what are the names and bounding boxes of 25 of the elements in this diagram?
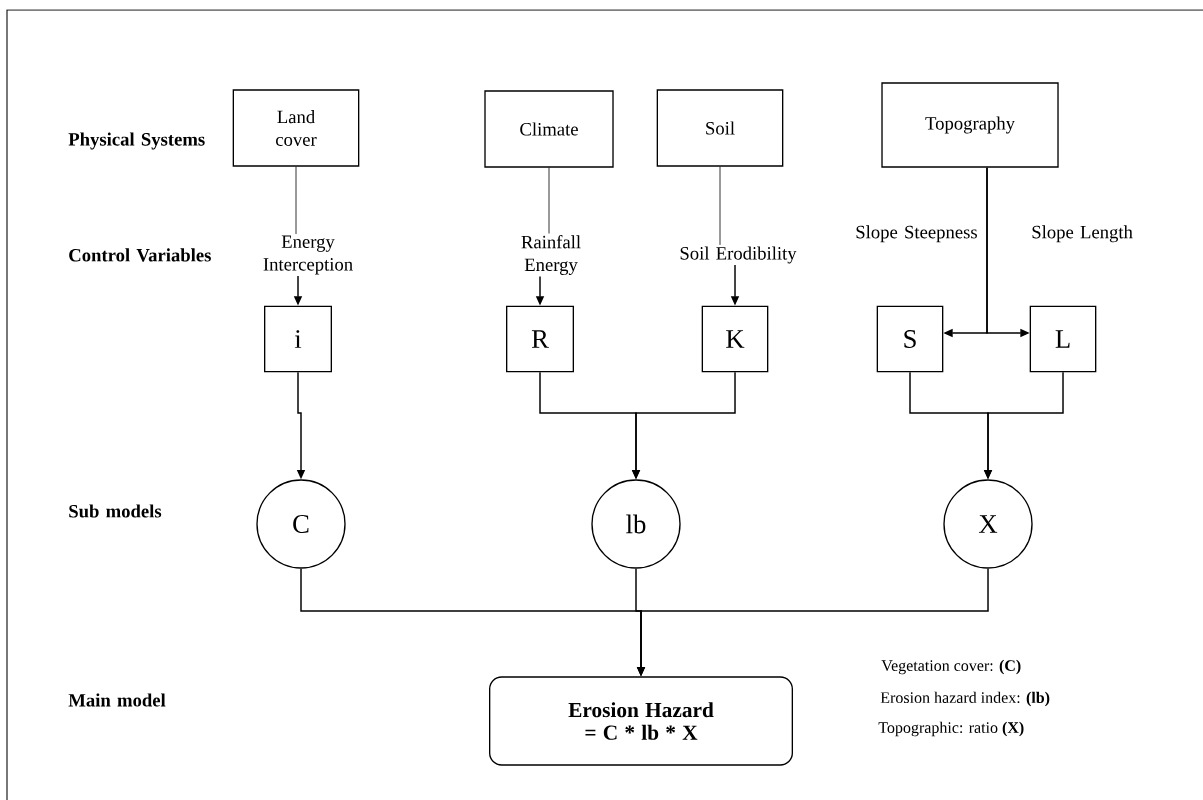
connector-line bbox=[548, 167, 550, 234]
process-box: Topography bbox=[881, 82, 1059, 168]
variable-text: Slope Length bbox=[1032, 225, 1133, 243]
note-text: Vegetation cover: (C) bbox=[881, 659, 1021, 675]
variable-text: Energy Interception bbox=[263, 235, 353, 275]
note-text: Erosion hazard index: (lb) bbox=[880, 691, 1050, 707]
process-box: K bbox=[701, 305, 769, 373]
row-heading: Control Variables bbox=[69, 248, 211, 262]
row-heading: Physical Systems bbox=[68, 132, 205, 150]
variable-text: Slope Steepness bbox=[856, 225, 977, 243]
row-heading: Main model bbox=[68, 693, 166, 707]
connector-line bbox=[719, 166, 721, 246]
process-box: Climate bbox=[484, 90, 614, 168]
process-box: Soil bbox=[656, 89, 784, 167]
process-box: i bbox=[264, 305, 332, 373]
process-box: L bbox=[1029, 305, 1097, 373]
connector-line bbox=[295, 166, 297, 235]
row-heading: Sub models bbox=[69, 504, 162, 518]
process-box: R bbox=[506, 305, 574, 373]
variable-text: Soil Erodibility bbox=[680, 246, 797, 264]
process-box: S bbox=[876, 305, 944, 373]
variable-text: Rainfall Energy bbox=[521, 235, 581, 275]
note-text: Topographic: ratio (X) bbox=[878, 721, 1024, 737]
model-box: Erosion Hazard = C * lb * X bbox=[489, 676, 793, 766]
process-box: Land cover bbox=[232, 89, 360, 167]
